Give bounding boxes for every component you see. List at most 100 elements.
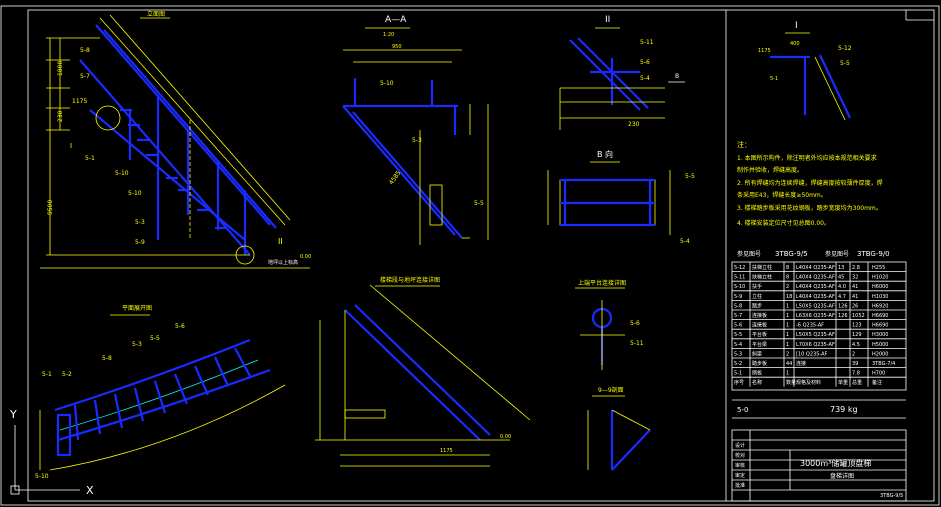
table-cell: 2.8 [852, 265, 860, 271]
table-cell: 8 [786, 275, 789, 281]
svg-text:1175: 1175 [72, 98, 87, 105]
drawing-border [0, 5, 940, 506]
svg-text:5-7: 5-7 [80, 73, 90, 80]
svg-text:5-5: 5-5 [150, 335, 160, 342]
table-cell: 5-11 [734, 275, 745, 281]
table-header-cell: 序号 [734, 379, 744, 386]
table-cell: 126 [838, 313, 848, 319]
table-cell: H3000 [872, 332, 888, 338]
table-cell: 4.5 [852, 342, 860, 348]
table-cell: H1020 [872, 275, 888, 281]
table-cell: 扶梯立柱 [752, 274, 772, 281]
table-cell: 1 [786, 303, 789, 309]
table-cell: 41 [852, 294, 858, 300]
svg-text:B 向: B 向 [597, 149, 613, 159]
lower-detail-view: 楼梯段与地坪连接详图 1175 0.00 [315, 276, 531, 467]
table-cell: 5-12 [734, 265, 745, 271]
svg-text:Y: Y [9, 408, 17, 421]
table-cell: 侧板 [752, 370, 762, 377]
table-cell: 5-2 [734, 361, 742, 367]
ucs-icon: Y X [9, 408, 94, 497]
table-cell: 18 [786, 294, 792, 300]
svg-text:审定: 审定 [735, 472, 745, 479]
svg-text:5-2: 5-2 [62, 371, 72, 378]
svg-text:0.00: 0.00 [300, 254, 311, 260]
svg-text:参见图号: 参见图号 [825, 250, 849, 258]
svg-text:5-10: 5-10 [128, 190, 142, 197]
svg-text:5-10: 5-10 [35, 473, 49, 480]
svg-text:950: 950 [392, 44, 402, 50]
detail-i-view: I 1175 400 5-12 5-5 5-1 [758, 21, 852, 121]
section-99-view: 9—9剖面 [587, 386, 651, 471]
note-line: 3. 楼梯踏步板采用花纹钢板，踏步宽度均为300mm。 [737, 204, 882, 212]
table-cell: 32 [852, 275, 858, 281]
svg-text:5-5: 5-5 [474, 200, 484, 207]
table-cell: 5-7 [734, 313, 742, 319]
inner-frame [27, 9, 935, 502]
svg-text:5-8: 5-8 [102, 355, 112, 362]
table-cell: H700 [872, 371, 885, 377]
notes-block: 注： 1. 本图所示构件，除注明者外均应按本规范相关要求 制作并验收，焊缝高度。… [737, 140, 890, 258]
svg-text:5-6: 5-6 [640, 59, 650, 66]
note-line: 条采用E43，焊缝长度≥50mm。 [737, 191, 827, 199]
table-cell: [10 Q235-AF [796, 351, 827, 357]
table-cell: 3TBG-7/4 [872, 361, 895, 367]
svg-text:5-3: 5-3 [135, 219, 145, 226]
table-cell: 5-1 [734, 371, 742, 377]
svg-text:9—9剖面: 9—9剖面 [598, 386, 624, 394]
svg-text:5-6: 5-6 [175, 323, 185, 330]
svg-text:I: I [70, 142, 72, 150]
svg-text:9500: 9500 [47, 200, 54, 215]
note-line: 2. 所有焊缝均为连续焊缝，焊缝高度按较薄件厚度，焊 [737, 179, 883, 187]
table-header-cell: 备注 [872, 379, 882, 386]
table-cell: 5-6 [734, 323, 742, 329]
svg-text:5-9: 5-9 [135, 239, 145, 246]
table-header-cell: 数量 [786, 379, 796, 386]
table-cell: H2000 [872, 351, 888, 357]
svg-text:1800: 1800 [57, 61, 64, 76]
table-cell: H6690 [872, 313, 888, 319]
detail-ii-view: II 5-11 5-6 5-4 230 B [559, 15, 685, 130]
svg-text:5-11: 5-11 [630, 340, 644, 347]
table-header-cell: 规格及材料 [796, 379, 821, 386]
table-cell: 踏步 [752, 302, 762, 309]
svg-text:1:20: 1:20 [383, 32, 394, 38]
table-cell: H5000 [872, 342, 888, 348]
note-line: 1. 本图所示构件，除注明者外均应按本规范相关要求 [737, 154, 877, 162]
bom-total-label: 5-0 [737, 406, 748, 414]
table-cell: 1 [786, 371, 789, 377]
table-cell: 立柱 [752, 293, 762, 300]
table-cell: 1 [786, 313, 789, 319]
table-cell: H6690 [872, 323, 888, 329]
svg-text:I: I [795, 21, 798, 31]
svg-text:校对: 校对 [735, 452, 745, 459]
table-cell: 连接 [796, 360, 806, 367]
table-cell: 2 [786, 284, 789, 290]
svg-text:II: II [278, 237, 283, 246]
ref-code-right: 3TBG-9/0 [857, 250, 890, 258]
table-cell: 平台板 [752, 331, 767, 338]
table-cell: 44 [786, 361, 792, 367]
svg-text:0.00: 0.00 [500, 434, 511, 440]
table-cell: L50X5 Q235-AF [796, 303, 835, 309]
table-cell: 平台梁 [752, 341, 767, 348]
svg-text:5-11: 5-11 [640, 39, 654, 46]
table-cell: 7.8 [852, 371, 860, 377]
table-cell: 1 [786, 323, 789, 329]
table-cell: 26 [852, 303, 858, 309]
ref-code-left: 3TBG-9/5 [775, 250, 808, 258]
svg-text:平面展开图: 平面展开图 [122, 305, 152, 312]
table-cell: H255 [872, 265, 885, 271]
svg-text:5-4: 5-4 [680, 238, 690, 245]
svg-text:5-1: 5-1 [770, 76, 778, 82]
table-cell: L40X4 Q235-AF [796, 294, 835, 300]
svg-text:230: 230 [57, 110, 64, 122]
svg-text:5-3: 5-3 [132, 341, 142, 348]
upper-detail-view: 上端平台连接详图 5-6 5-11 [575, 279, 644, 370]
svg-text:5-5: 5-5 [685, 173, 695, 180]
table-cell: 5-10 [734, 284, 745, 290]
drawing-title: 盘梯详图 [830, 472, 854, 480]
table-cell: 4.0 [838, 284, 846, 290]
table-cell: 8 [786, 265, 789, 271]
